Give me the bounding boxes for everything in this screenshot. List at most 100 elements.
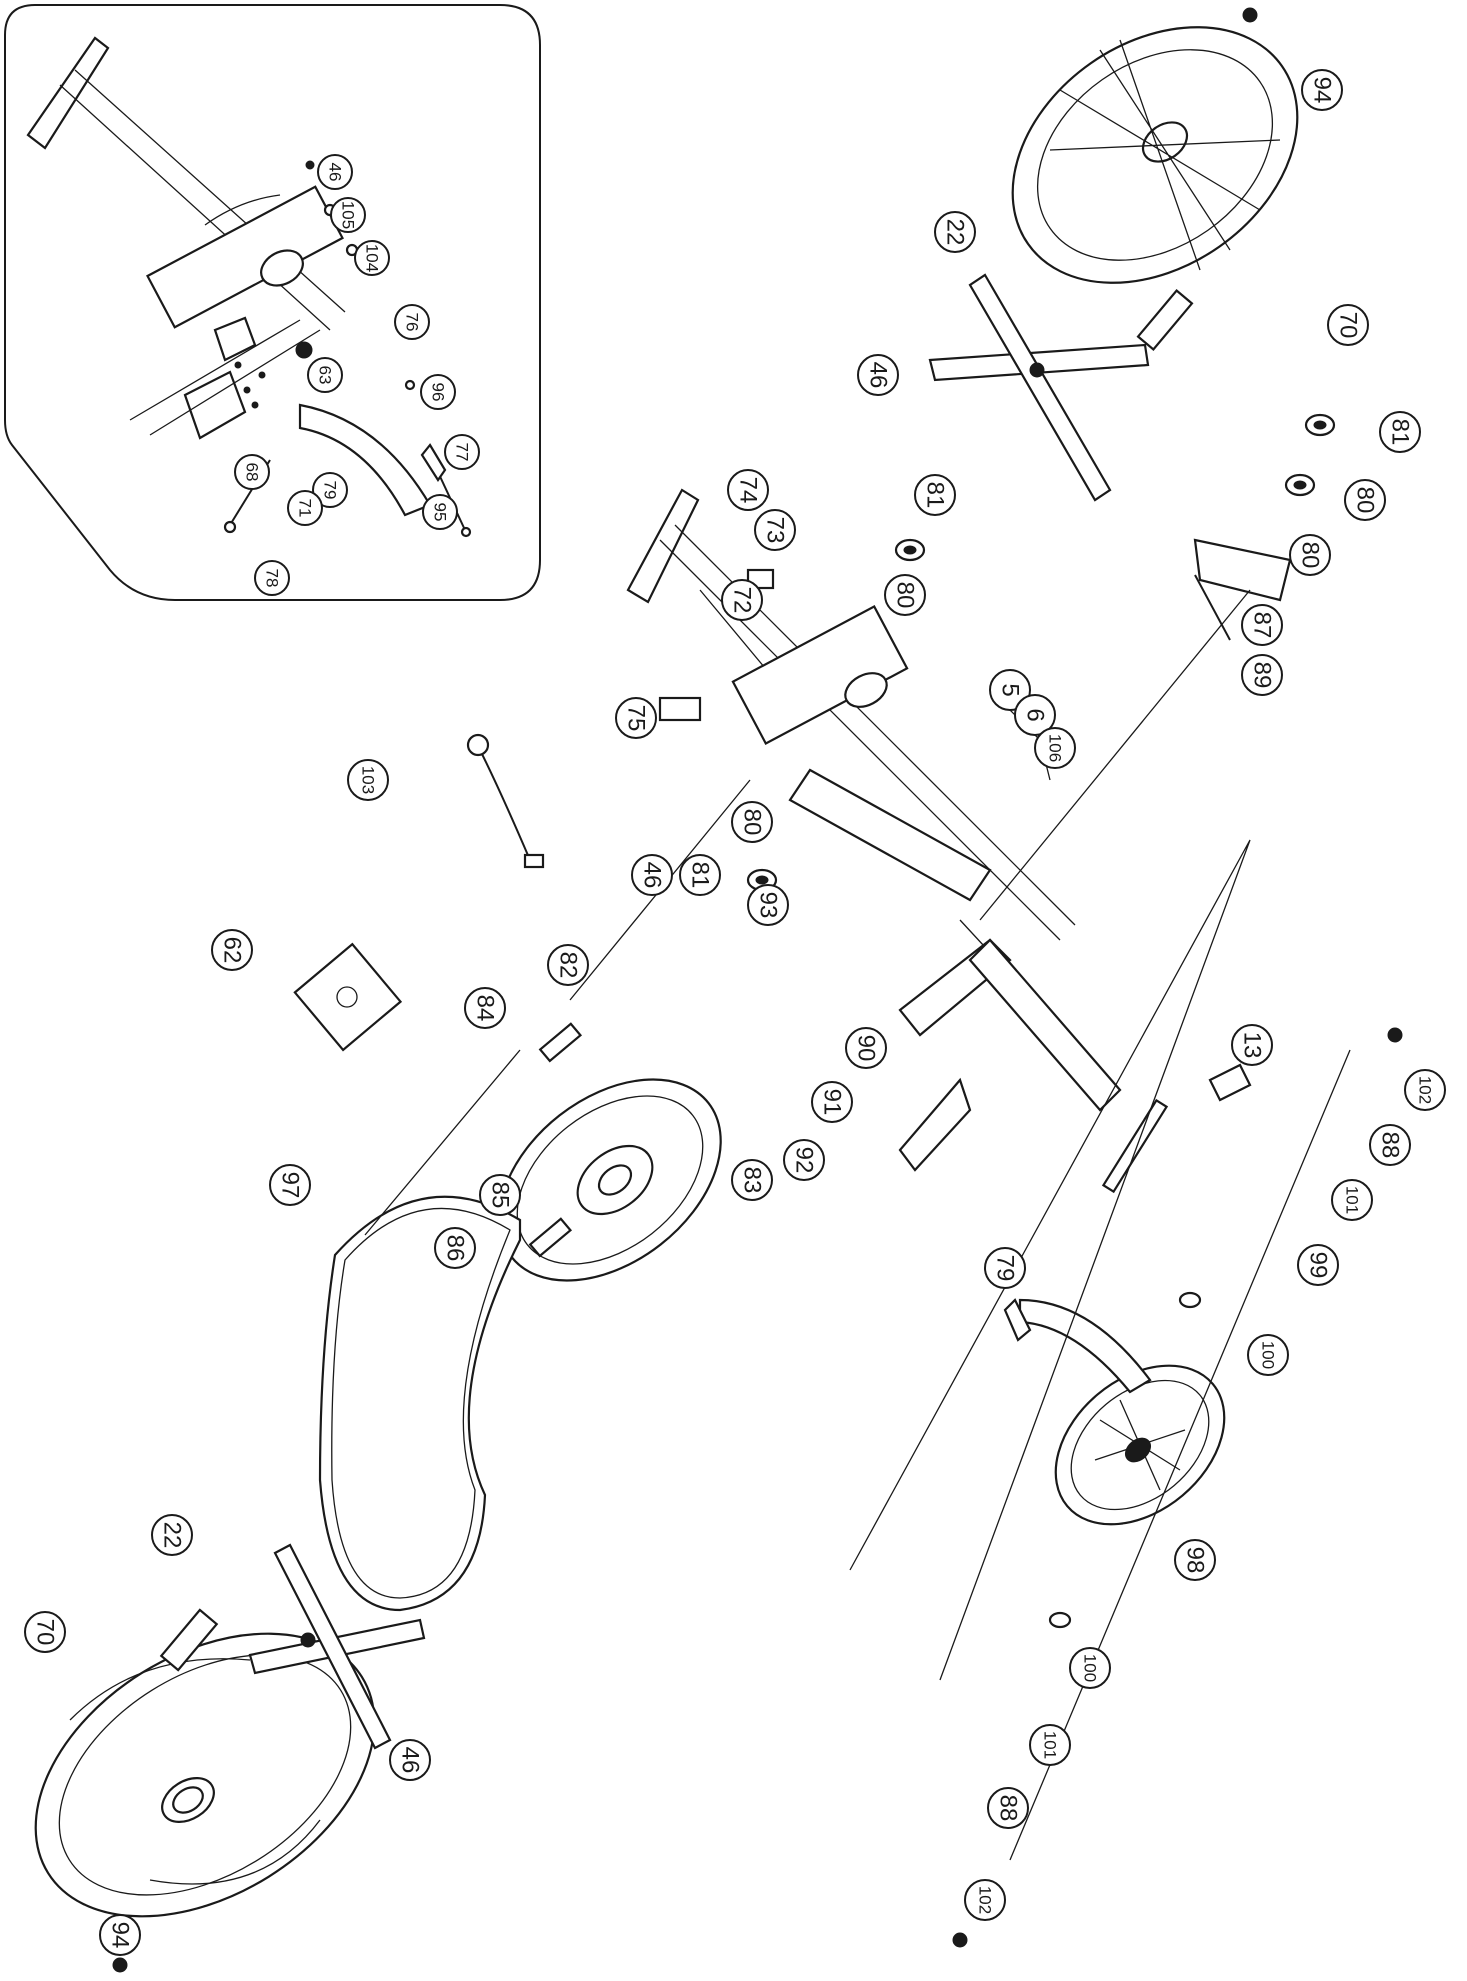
svg-text:106: 106 [1046, 734, 1065, 762]
svg-text:91: 91 [819, 1089, 846, 1116]
svg-text:22: 22 [159, 1522, 186, 1549]
svg-text:102: 102 [1416, 1076, 1435, 1104]
svg-text:83: 83 [739, 1167, 766, 1194]
inset-brake-pad [298, 403, 432, 517]
svg-text:88: 88 [1377, 1132, 1404, 1159]
callout-90: 90 [845, 1027, 887, 1069]
callout-101-right: 101 [1331, 1179, 1373, 1221]
svg-text:80: 80 [1297, 542, 1324, 569]
callout-104-inset: 104 [354, 240, 390, 276]
svg-text:100: 100 [1081, 1654, 1100, 1682]
svg-text:99: 99 [1305, 1252, 1332, 1279]
callout-105-inset: 105 [330, 197, 366, 233]
svg-text:46: 46 [639, 862, 666, 889]
callout-82: 82 [547, 944, 589, 986]
svg-text:89: 89 [1249, 662, 1276, 689]
callout-81-left: 81 [679, 854, 721, 896]
callout-74: 74 [727, 469, 769, 511]
callout-103: 103 [347, 759, 389, 801]
svg-text:13: 13 [1239, 1032, 1266, 1059]
callout-83: 83 [731, 1159, 773, 1201]
callout-77-inset: 77 [444, 434, 480, 470]
inset-bracket-block [146, 185, 344, 329]
svg-text:22: 22 [942, 219, 969, 246]
svg-text:78: 78 [263, 569, 282, 588]
callout-70-right: 70 [1327, 304, 1369, 346]
svg-text:62: 62 [219, 937, 246, 964]
callout-80-left: 80 [731, 801, 773, 843]
callout-72: 72 [721, 579, 763, 621]
svg-text:70: 70 [1335, 312, 1362, 339]
callout-71-inset: 71 [287, 490, 323, 526]
frame-bracket-block [731, 605, 909, 745]
svg-text:73: 73 [762, 517, 789, 544]
callout-94-bottom: 94 [99, 1914, 141, 1956]
svg-text:101: 101 [1343, 1186, 1362, 1214]
callout-99: 99 [1297, 1244, 1339, 1286]
svg-text:72: 72 [729, 587, 756, 614]
callout-96-inset: 96 [420, 374, 456, 410]
svg-text:90: 90 [853, 1035, 880, 1062]
front-stabilizer-tube [626, 488, 700, 604]
svg-text:95: 95 [431, 503, 450, 522]
callout-6: 6 [1014, 694, 1056, 736]
callout-91: 91 [811, 1081, 853, 1123]
svg-text:96: 96 [429, 383, 448, 402]
callout-95-inset: 95 [422, 494, 458, 530]
svg-text:104: 104 [363, 244, 382, 272]
sensor-75 [658, 696, 702, 722]
front-crossbar-22 [248, 1543, 426, 1750]
svg-text:82: 82 [555, 952, 582, 979]
callout-46-mid: 46 [631, 854, 673, 896]
callout-101-left: 101 [1029, 1724, 1071, 1766]
callout-78-inset: 78 [254, 560, 290, 596]
svg-text:86: 86 [442, 1235, 469, 1262]
callout-86: 86 [434, 1227, 476, 1269]
svg-text:68: 68 [243, 463, 262, 482]
svg-text:70: 70 [32, 1619, 59, 1646]
svg-text:6: 6 [1022, 708, 1049, 721]
main-frame-assembly [626, 488, 1252, 1172]
callout-79-main: 79 [984, 1247, 1026, 1289]
callout-93: 93 [747, 884, 789, 926]
callout-70-left: 70 [24, 1611, 66, 1653]
callout-63-inset: 63 [307, 357, 343, 393]
svg-text:88: 88 [995, 1795, 1022, 1822]
callout-94-top: 94 [1301, 69, 1343, 111]
callout-88-right: 88 [1369, 1124, 1411, 1166]
svg-text:76: 76 [403, 313, 422, 332]
svg-text:74: 74 [735, 477, 762, 504]
svg-text:79: 79 [992, 1255, 1019, 1282]
inset-detail-box [4, 4, 541, 601]
drive-belt-97 [318, 1195, 522, 1612]
callout-46-top: 46 [857, 354, 899, 396]
rear-crossbar-22 [928, 273, 1150, 502]
svg-text:103: 103 [359, 766, 378, 794]
callout-100-left: 100 [1069, 1647, 1111, 1689]
callout-84: 84 [464, 987, 506, 1029]
callout-100-right: 100 [1247, 1334, 1289, 1376]
callout-68-inset: 68 [234, 454, 270, 490]
callout-46-bottom: 46 [389, 1739, 431, 1781]
callout-85: 85 [479, 1174, 521, 1216]
frame-housing [788, 768, 992, 902]
svg-text:80: 80 [739, 809, 766, 836]
svg-text:85: 85 [487, 1182, 514, 1209]
callout-81-right: 81 [1379, 411, 1421, 453]
svg-text:71: 71 [296, 499, 315, 518]
svg-text:46: 46 [326, 163, 345, 182]
callout-97: 97 [269, 1164, 311, 1206]
axle-99 [1101, 1098, 1169, 1194]
svg-text:97: 97 [277, 1172, 304, 1199]
callout-46-inset: 46 [317, 154, 353, 190]
callout-87: 87 [1241, 604, 1283, 646]
svg-text:80: 80 [1352, 487, 1379, 514]
callout-75: 75 [615, 697, 657, 739]
svg-text:100: 100 [1259, 1341, 1278, 1369]
cover-plate-62 [293, 942, 403, 1052]
callout-5: 5 [989, 669, 1031, 711]
callout-13: 13 [1231, 1024, 1273, 1066]
callout-81-mid: 81 [914, 474, 956, 516]
callout-88-left: 88 [987, 1787, 1029, 1829]
